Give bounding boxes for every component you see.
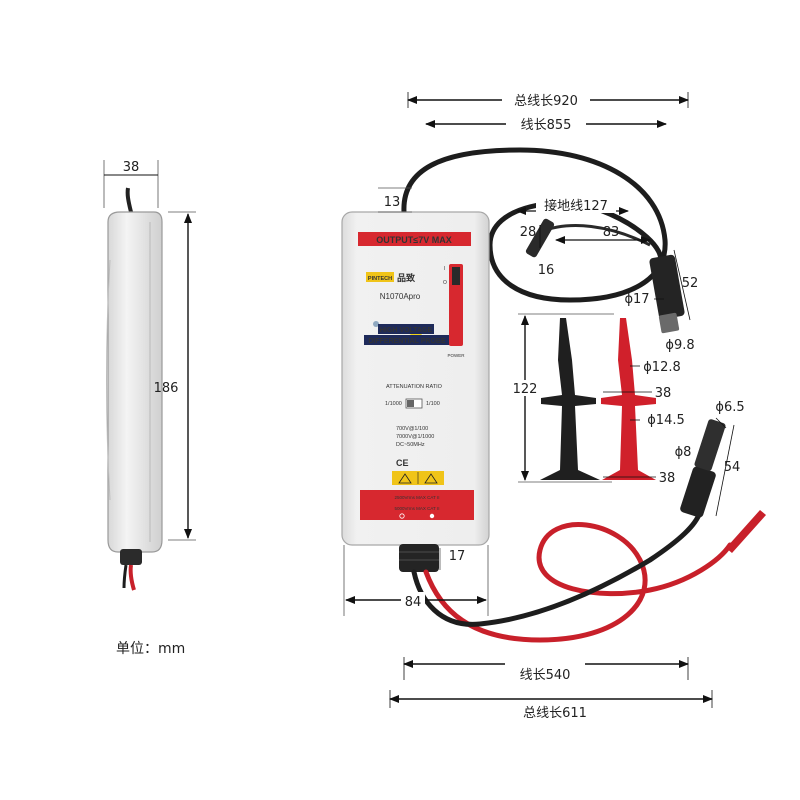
total-length-top-label: 总线长920 — [514, 94, 578, 109]
ce-mark: CE — [396, 458, 409, 468]
cat-rating-panel — [360, 490, 474, 520]
brand-name: PINTECH — [368, 276, 392, 282]
banana-plug-black-tip — [694, 419, 726, 471]
side-view: 38 186 — [103, 160, 196, 591]
d54-line — [715, 424, 735, 517]
power-switch[interactable] — [452, 267, 460, 285]
strain-relief-ribs — [399, 551, 439, 561]
red-hook-clip — [601, 318, 656, 480]
probe-front-view: OUTPUT≤7V MAX PINTECH 品致 N1070Apro HIGH … — [341, 147, 668, 572]
switch-on-label: I — [444, 266, 445, 272]
unit-label: 单位：mm — [116, 641, 186, 657]
side-view-red-lead — [128, 564, 136, 591]
total-length-bottom-bg — [512, 702, 598, 720]
phi8-label: ϕ8 — [675, 445, 692, 460]
length-bottom-bg — [505, 657, 585, 675]
ratio-left: 1/1000 — [385, 401, 402, 407]
banana-plug-black — [680, 466, 716, 518]
ground-length-label: 接地线127 — [544, 198, 608, 214]
title-bar-bottom — [364, 335, 450, 345]
side-view-bulge — [106, 259, 111, 501]
output-bnc-connector — [649, 254, 685, 320]
attenuation-label: ATTENUATION RATIO — [386, 384, 443, 390]
d16-label: 16 — [538, 263, 555, 278]
power-label: POWER — [447, 353, 465, 358]
black-input-lead — [411, 509, 703, 627]
d52-line — [673, 249, 691, 321]
test-clips — [540, 318, 656, 480]
input-jack-right — [429, 513, 435, 519]
title-line-1: HIGH VOLTAGE — [380, 327, 433, 334]
length-top-label: 线长855 — [521, 118, 572, 133]
phi6-5-arrow — [715, 417, 727, 429]
d38b-label: 38 — [659, 471, 676, 486]
phi9-8-label: ϕ9.8 — [665, 338, 694, 353]
input-strain-relief — [399, 544, 439, 572]
brand-logo — [366, 272, 394, 282]
length-bottom-label: 线长540 — [520, 668, 571, 683]
side-width-label: 38 — [123, 160, 140, 175]
power-led — [373, 321, 379, 327]
phi17-label: ϕ17 — [624, 292, 649, 307]
banana-plug-red — [726, 510, 766, 553]
model-number: N1070Apro — [380, 292, 421, 301]
side-view-body — [107, 211, 163, 553]
switch-off-label: O — [443, 280, 447, 286]
d84-bg — [401, 592, 425, 608]
attenuation-switch-knob — [407, 400, 414, 407]
ground-length-bg — [536, 197, 616, 213]
side-height-label: 186 — [154, 381, 179, 396]
cat-rating-line-1: 2500Vrms MAX CAT II — [395, 495, 440, 500]
d38a-label: 38 — [655, 386, 672, 401]
cat-rating-line-2: 5000Vrms MAX CAT II — [395, 506, 440, 511]
total-length-bottom-label: 总线长611 — [523, 706, 587, 721]
title-bar-top — [378, 324, 434, 334]
d28-label: 28 — [520, 225, 537, 240]
input-leads — [411, 419, 766, 643]
total-length-top-bg — [502, 91, 590, 109]
side-view-cable-top — [125, 187, 133, 213]
side-view-strain-relief — [120, 549, 142, 565]
warning-icon-right — [424, 473, 438, 484]
phi12-8-label: ϕ12.8 — [643, 360, 681, 375]
length-top-bg — [506, 115, 586, 133]
phi14-5-label: ϕ14.5 — [647, 413, 685, 428]
spec-line-2: 7000V@1/1000 — [396, 434, 434, 440]
d122-bg — [512, 380, 538, 396]
red-input-lead — [423, 522, 733, 643]
ratio-right: 1/100 — [426, 401, 440, 407]
input-jack-left — [399, 513, 405, 519]
d122-label: 122 — [513, 382, 538, 397]
brand-name-cn: 品致 — [397, 272, 416, 283]
d52-label: 52 — [682, 276, 699, 291]
spec-line-1: 700V@1/100 — [396, 426, 428, 432]
warning-icon-left — [398, 473, 412, 484]
output-bnc-tip — [658, 312, 680, 334]
d17-label: 17 — [449, 549, 466, 564]
d84-label: 84 — [405, 595, 422, 610]
black-hook-clip — [540, 318, 600, 480]
d83-label: 83 — [603, 225, 620, 240]
dimension-lines: 总线长920 线长855 13 接地线127 28 83 16 52 ϕ17 ϕ… — [343, 91, 745, 721]
d54-label: 54 — [724, 460, 741, 475]
spec-line-3: DC~50MHz — [396, 442, 425, 448]
side-view-black-lead — [122, 564, 128, 589]
output-banner-text: OUTPUT≤7V MAX — [376, 235, 451, 245]
phi6-5-label: ϕ6.5 — [715, 400, 744, 415]
title-line-2: DIFFERENTIAL PROBE — [368, 338, 446, 345]
output-banner-bg — [358, 232, 471, 246]
d13-label: 13 — [384, 195, 401, 210]
